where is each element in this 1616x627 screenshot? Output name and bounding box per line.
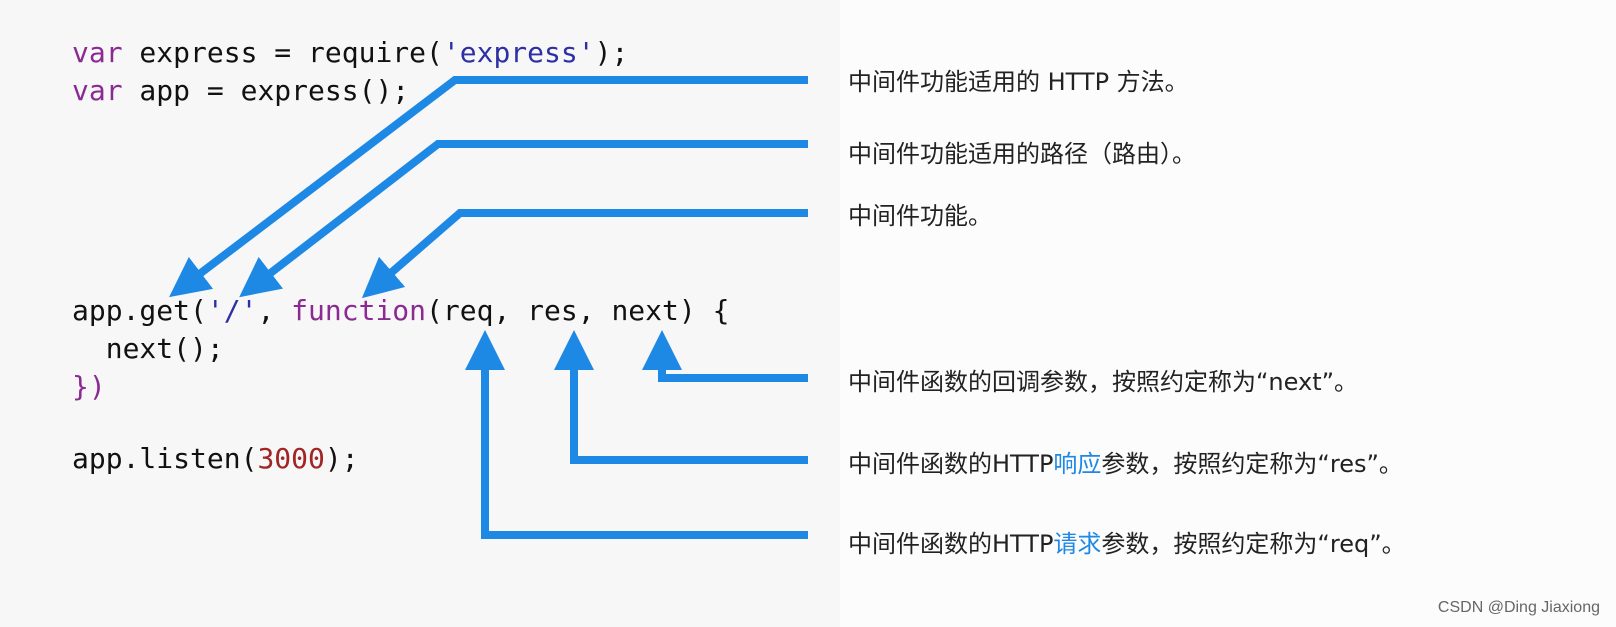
arrow-path — [239, 140, 808, 298]
code-line-2: var app = express(); — [72, 74, 410, 107]
arrow-req — [465, 330, 808, 539]
arrow-function — [361, 209, 808, 299]
annotation-res: 中间件函数的HTTP响应参数，按照约定称为“res”。 — [848, 450, 1403, 478]
annotation-function: 中间件功能。 — [848, 202, 992, 230]
annotation-next: 中间件函数的回调参数，按照约定称为“next”。 — [848, 368, 1359, 396]
annotation-path: 中间件功能适用的路径（路由）。 — [848, 140, 1196, 168]
annotation-panel — [840, 0, 1616, 627]
annotation-req: 中间件函数的HTTP请求参数，按照约定称为“req”。 — [848, 530, 1406, 558]
annotation-method: 中间件功能适用的 HTTP 方法。 — [848, 68, 1189, 96]
arrow-next — [642, 330, 808, 382]
highlight-req: 请求 — [1053, 530, 1102, 558]
code-line-1: var express = require('express'); — [72, 36, 629, 69]
highlight-res: 响应 — [1053, 450, 1102, 478]
code-line-4: next(); — [72, 332, 224, 365]
arrow-method — [169, 76, 808, 298]
code-line-3: app.get('/', function(req, res, next) { — [72, 294, 730, 327]
watermark: CSDN @Ding Jiaxiong — [1437, 599, 1600, 616]
code-line-5: }) — [72, 370, 106, 403]
code-line-6: app.listen(3000); — [72, 442, 359, 475]
arrow-res — [554, 330, 808, 464]
